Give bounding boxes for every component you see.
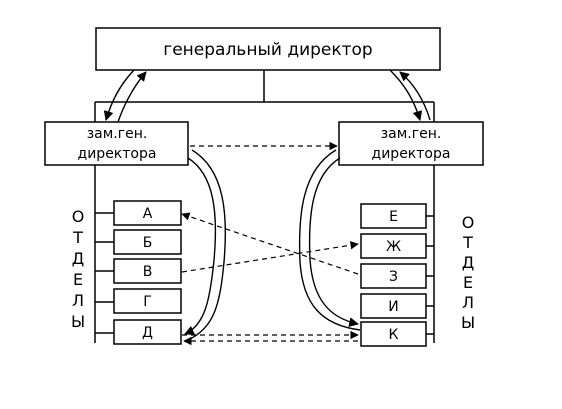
department-node: Б [113,229,182,255]
deputy-left-node: зам.ген. директора [44,121,189,166]
department-node: К [360,321,427,347]
department-node: Ж [360,233,427,259]
deputy-to-department-arrows [184,149,361,341]
deputy-right-line1: зам.ген. [381,126,442,142]
department-label: Б [143,235,153,251]
department-node: Е [360,203,427,229]
department-node: Д [113,319,182,345]
department-label: А [143,206,153,222]
department-label: З [389,269,398,285]
deputy-right-node: зам.ген. директора [338,121,484,166]
deputy-left-line1: зам.ген. [87,126,148,142]
department-label: Ж [386,239,401,255]
deputy-right-line2: директора [372,146,451,162]
director-deputy-arrows [103,69,431,123]
department-node: А [113,200,182,226]
department-node: В [113,258,182,284]
deputy-left-line2: директора [78,146,157,162]
general-director-label: генеральный директор [163,40,372,60]
department-label: И [388,299,398,315]
general-director-node: генеральный директор [95,27,441,71]
department-node: Г [113,288,182,314]
department-label: Е [389,209,398,225]
department-cross-links [181,212,359,346]
department-label: К [389,327,399,343]
department-label: Г [143,294,152,310]
department-node: З [360,263,427,289]
department-label: В [143,264,153,280]
department-node: И [360,293,427,319]
department-label: Д [142,325,153,341]
